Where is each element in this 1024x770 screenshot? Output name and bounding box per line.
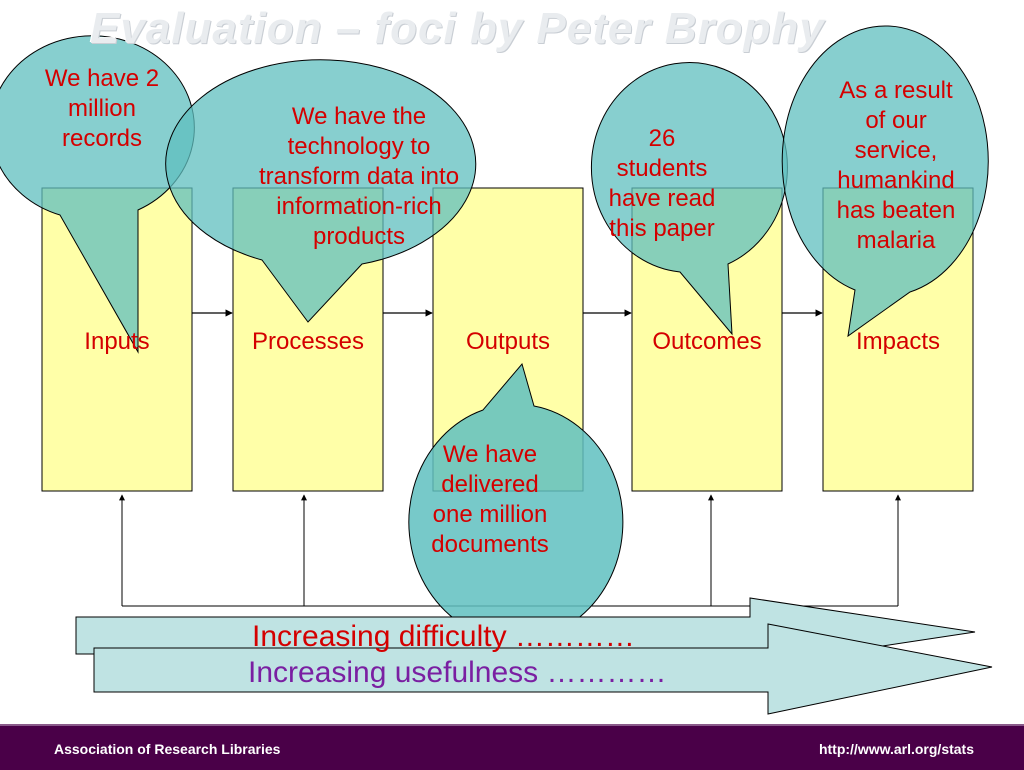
bubble-processes-shape [165,59,477,323]
bubble-outcomes-shape [590,61,788,336]
footer-organization: Association of Research Libraries [54,741,281,757]
diagram-canvas [0,25,993,715]
stage-label-processes: Processes [251,328,365,355]
bubble-impacts-text: As a result of our service, humankind ha… [836,77,956,254]
bubble-outputs-text: We have delivered one million documents [431,441,549,558]
bubble-outcomes-text: 26 students have read this paper [608,125,716,242]
stage-label-inputs: Inputs [84,328,150,355]
bubble-impacts-shape [781,25,989,338]
arrow-usefulness-shape [93,623,993,715]
stage-label-impacts: Impacts [855,328,941,355]
arrow-difficulty-text: Increasing difficulty ………… [252,620,635,653]
bubble-inputs-text: We have 2 million records [44,65,160,152]
arrow-usefulness-text: Increasing usefulness ………… [248,656,667,689]
slide-title: Evaluation – foci by Peter Brophy [90,4,825,53]
footer-url-link[interactable]: http://www.arl.org/stats [818,741,974,757]
stage-label-outcomes: Outcomes [652,328,762,355]
bubble-processes-text: We have the technology to transform data… [258,103,460,250]
stage-label-outputs: Outputs [465,328,551,355]
footer-bar: Association of Research Libraries http:/… [0,724,1024,770]
